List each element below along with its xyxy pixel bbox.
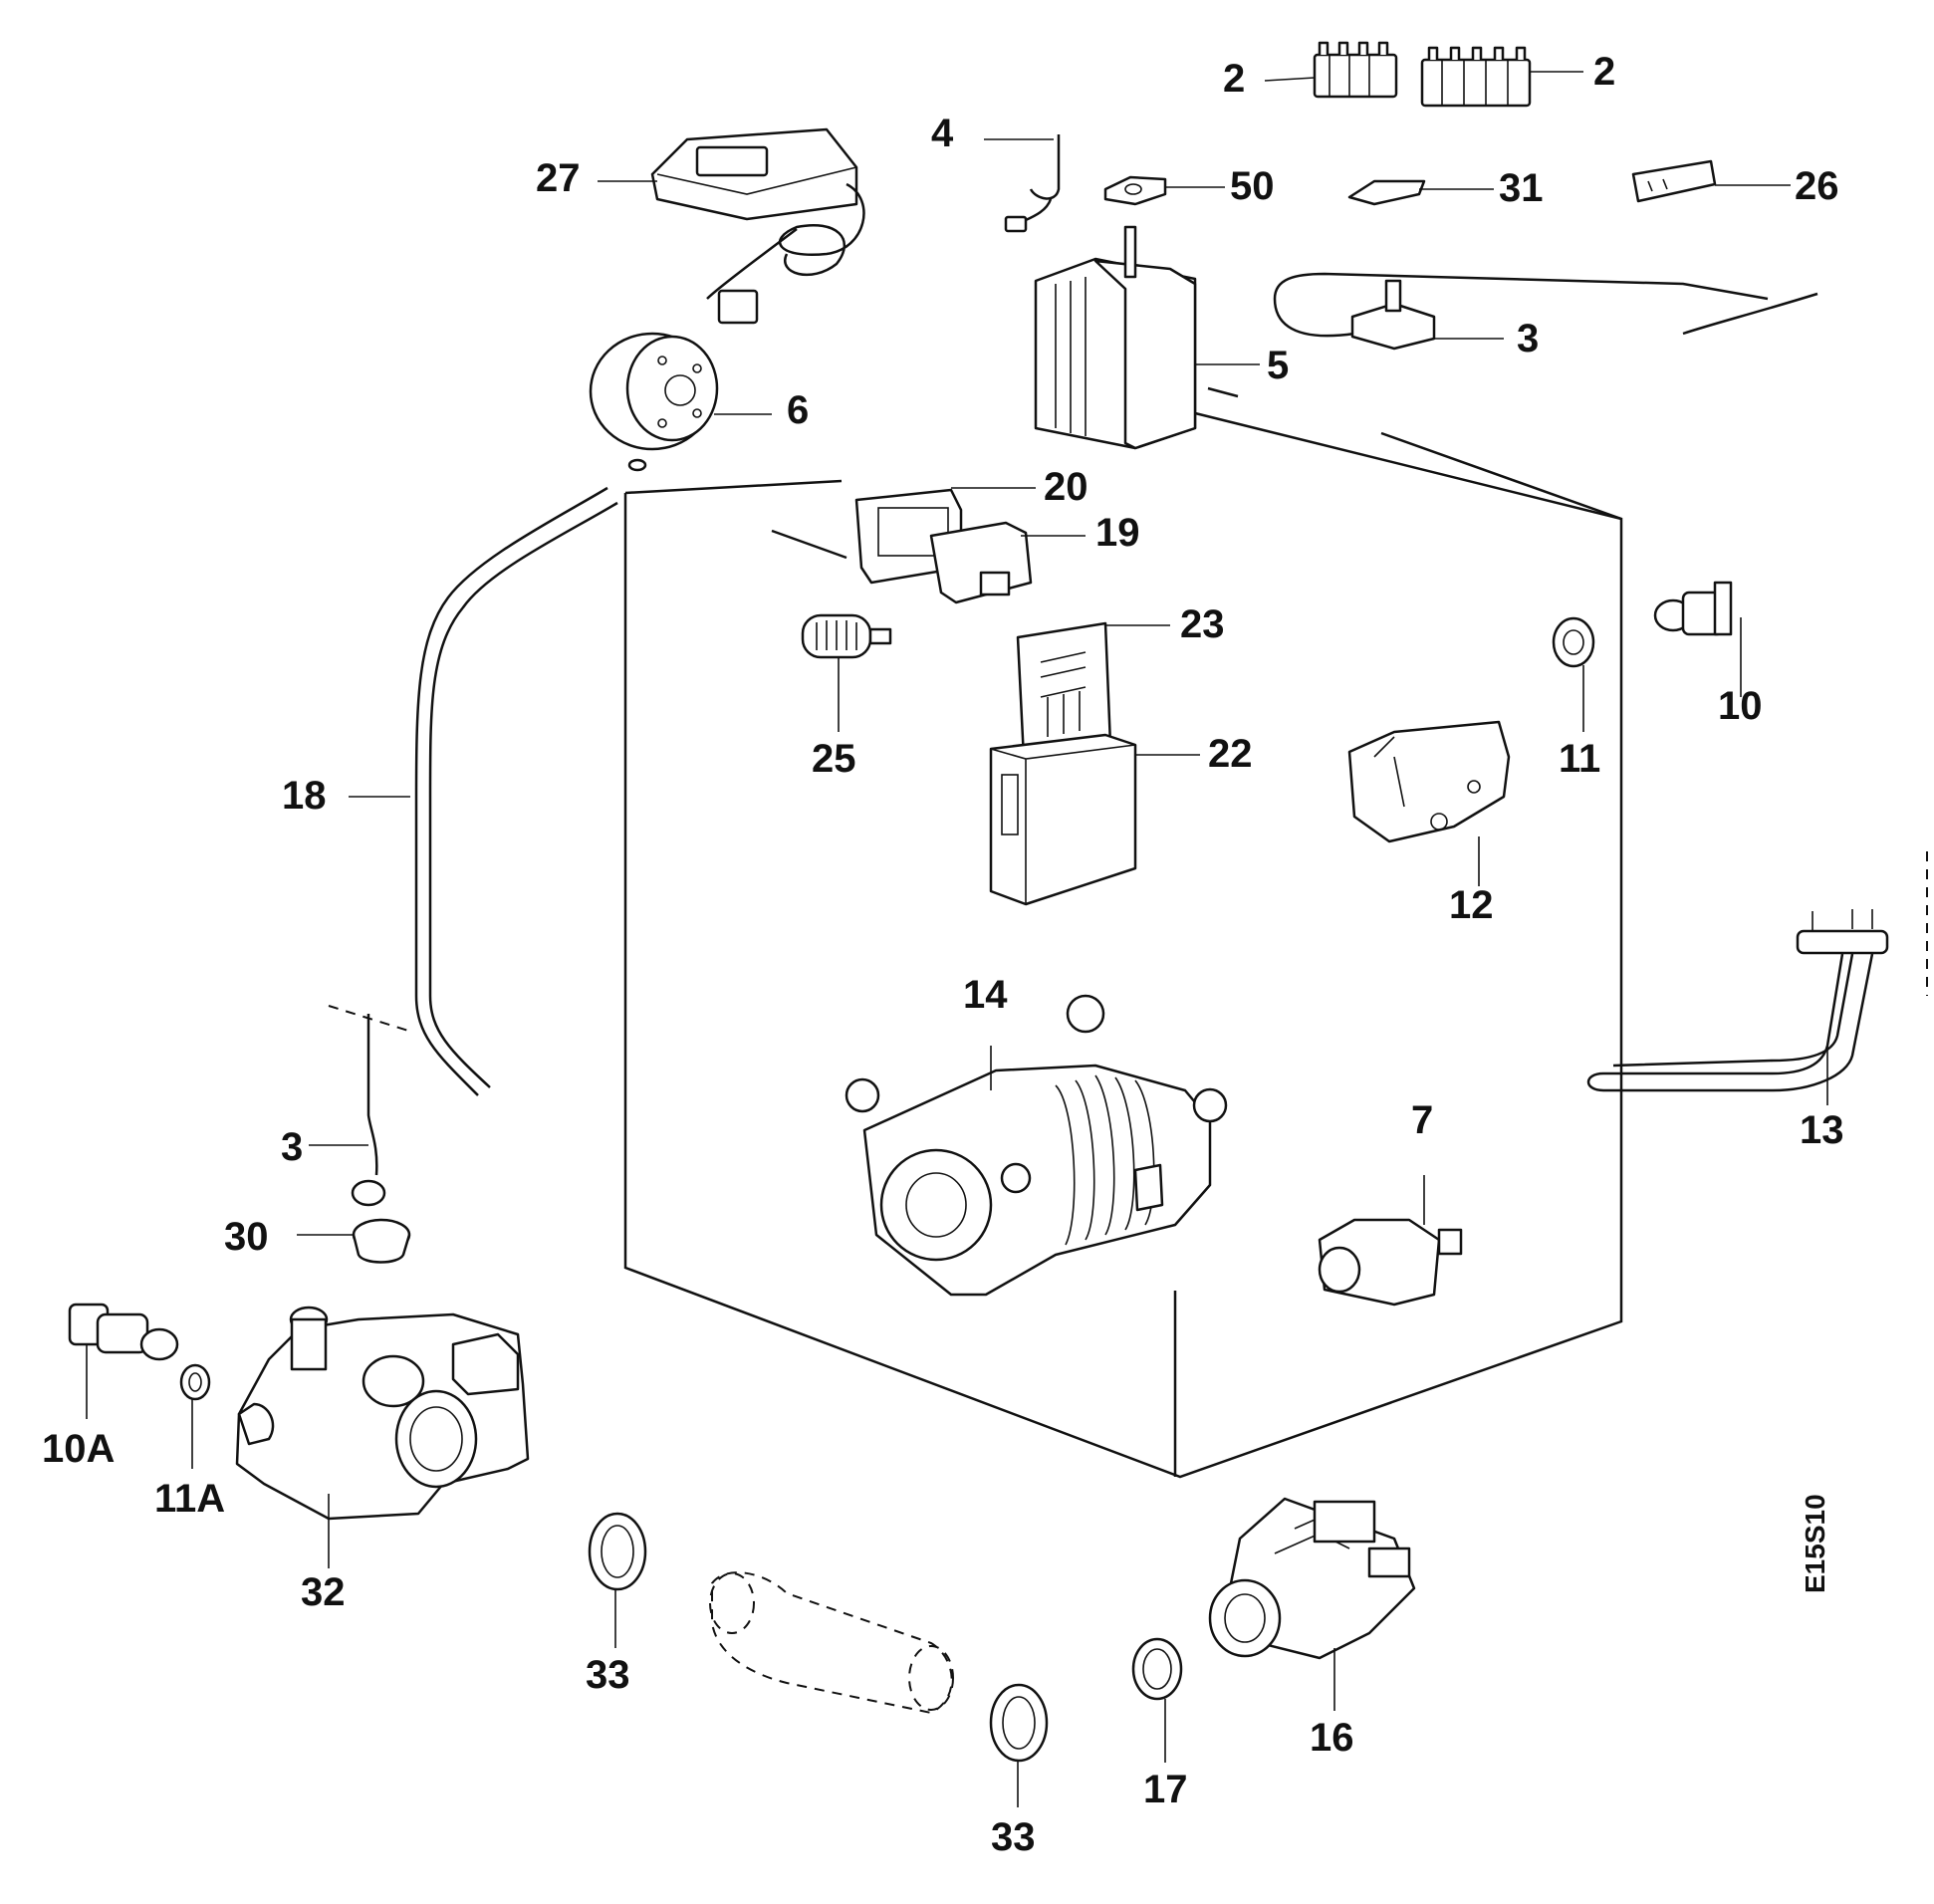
label-12: 12 (1449, 883, 1494, 927)
label-16: 16 (1310, 1716, 1354, 1760)
part-33-gasket-lower (989, 1683, 1049, 1807)
label-23: 23 (1180, 602, 1225, 646)
part-17-seal (1131, 1637, 1183, 1763)
part-12-door-lock (1347, 720, 1511, 886)
part-3-thermostat (1273, 272, 1818, 351)
label-2-right: 2 (1593, 50, 1615, 94)
part-11a-ring (179, 1363, 211, 1469)
label-6: 6 (787, 388, 809, 432)
label-33-lower: 33 (991, 1815, 1036, 1859)
cabinet-outline (623, 386, 1623, 1479)
label-20: 20 (1044, 465, 1088, 509)
part-33-gasket-upper (588, 1512, 647, 1648)
part-13-heating-element (1586, 851, 1928, 1105)
label-26: 26 (1795, 164, 1839, 208)
part-31-plate (1347, 179, 1494, 206)
part-19-switch (929, 521, 1086, 604)
part-11-grommet (1552, 616, 1595, 732)
label-11a: 11A (154, 1477, 225, 1521)
part-7-solenoid-valve (1318, 1175, 1463, 1307)
part-32-sump-housing (235, 1306, 530, 1568)
label-10a: 10A (42, 1427, 115, 1471)
part-10a-pressure-switch (68, 1303, 179, 1419)
part-25-capacitor (801, 613, 892, 732)
part-10-pressure-switch (1653, 581, 1742, 697)
part-26-connector (1631, 159, 1791, 203)
part-4-sensor-lead (984, 134, 1061, 233)
label-30: 30 (224, 1215, 269, 1259)
label-50: 50 (1230, 164, 1275, 208)
label-3-lower: 3 (281, 1125, 303, 1169)
label-31: 31 (1499, 166, 1544, 210)
label-25: 25 (812, 737, 856, 781)
hose-dashed (709, 1571, 954, 1715)
label-10: 10 (1718, 684, 1763, 728)
label-11: 11 (1559, 737, 1600, 781)
label-17: 17 (1143, 1768, 1188, 1811)
part-2-terminal-block-left (1313, 41, 1398, 99)
label-33-upper: 33 (586, 1653, 630, 1697)
label-32: 32 (301, 1570, 346, 1614)
label-14: 14 (963, 973, 1008, 1017)
label-18: 18 (282, 774, 327, 818)
label-27: 27 (536, 156, 581, 200)
part-50-gasket (1103, 175, 1225, 206)
part-5-programmer (1034, 225, 1260, 450)
label-5: 5 (1267, 344, 1289, 387)
label-19: 19 (1095, 511, 1140, 555)
part-2-terminal-block-right (1420, 46, 1532, 108)
label-13: 13 (1800, 1108, 1844, 1152)
part-22-box (989, 733, 1200, 906)
part-23-lid (1016, 621, 1170, 761)
label-22: 22 (1208, 732, 1253, 776)
part-18-hose (349, 486, 618, 1096)
label-2-left: 2 (1223, 57, 1245, 101)
part-14-drum-motor (845, 994, 1228, 1297)
part-30-plug (297, 1218, 411, 1264)
part-6-fan-motor (589, 332, 772, 472)
part-27-control-module (598, 127, 865, 325)
part-16-drain-pump (1208, 1497, 1416, 1711)
part-3-level-sensor (309, 1005, 409, 1207)
label-3-upper: 3 (1517, 317, 1539, 360)
label-4: 4 (931, 112, 954, 155)
label-7: 7 (1411, 1098, 1433, 1142)
drawing-code: E15S10 (1800, 1494, 1830, 1593)
